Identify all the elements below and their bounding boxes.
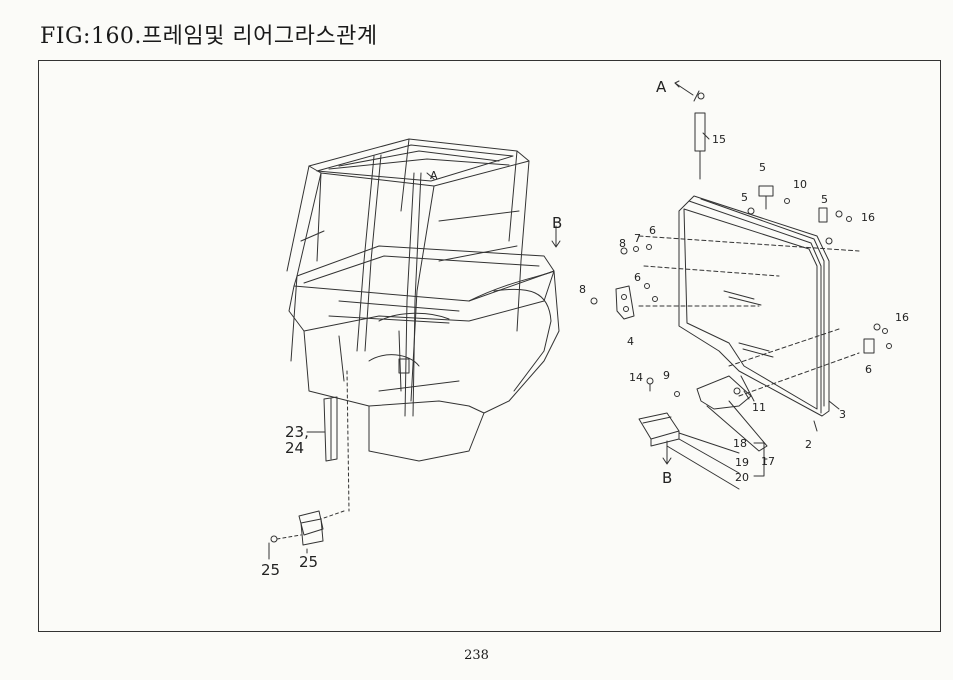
page-number: 238 <box>464 648 489 663</box>
label-B-bottom: B <box>662 469 672 487</box>
label-part-6c: 6 <box>865 363 872 376</box>
label-part-5a: 5 <box>759 161 766 174</box>
label-part-9: 9 <box>663 369 670 382</box>
label-part-8a: 8 <box>619 237 626 250</box>
label-part-7: 7 <box>634 232 641 245</box>
label-part-5b: 5 <box>741 191 748 204</box>
label-part-5c: 5 <box>821 193 828 206</box>
leader-lines <box>268 132 710 560</box>
exploded-parts-diagram: A A B B 2 3 4 5 5 5 6 6 6 7 8 8 9 10 11 … <box>261 78 909 579</box>
label-part-4: 4 <box>627 335 634 348</box>
label-part-14: 14 <box>629 371 643 384</box>
label-B-cab: B <box>552 214 562 232</box>
label-part-3: 3 <box>839 408 846 421</box>
label-part-16a: 16 <box>861 211 875 224</box>
callout-labels: A A B B 2 3 4 5 5 5 6 6 6 7 8 8 9 10 11 … <box>261 78 909 579</box>
cab-frame <box>270 138 561 546</box>
label-part-2: 2 <box>805 438 812 451</box>
diagram-frame: A A B B 2 3 4 5 5 5 6 6 6 7 8 8 9 10 11 … <box>38 60 941 632</box>
label-part-18: 18 <box>733 437 747 450</box>
label-part-20: 20 <box>735 471 749 484</box>
label-part-8b: 8 <box>579 283 586 296</box>
label-part-11: 11 <box>752 401 766 414</box>
label-part-6b: 6 <box>634 271 641 284</box>
label-part-24: 24 <box>285 439 304 457</box>
label-A-top: A <box>656 78 667 96</box>
rear-glass-assembly <box>590 80 892 490</box>
label-part-23: 23, <box>285 423 309 441</box>
label-part-17: 17 <box>761 455 775 468</box>
label-part-25b: 25 <box>299 553 318 571</box>
label-part-19: 19 <box>735 456 749 469</box>
label-part-25a: 25 <box>261 561 280 579</box>
figure-title: FIG:160.프레임및 리어그라스관계 <box>40 24 378 49</box>
label-part-6a: 6 <box>649 224 656 237</box>
label-part-15: 15 <box>712 133 726 146</box>
label-part-16b: 16 <box>895 311 909 324</box>
label-A-cab: A <box>430 169 438 182</box>
label-part-10: 10 <box>793 178 807 191</box>
